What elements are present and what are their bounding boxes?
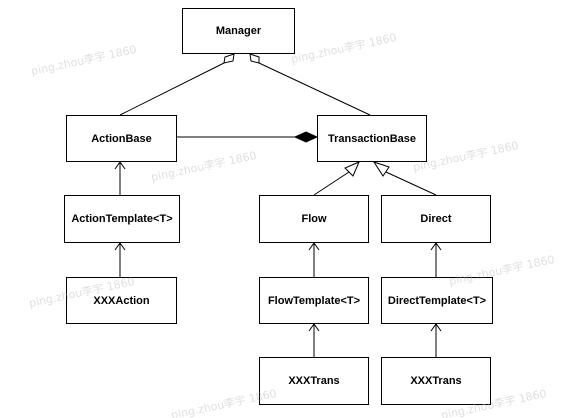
composition-diamond — [293, 131, 319, 143]
association-actiontemplate-actionbase — [114, 161, 126, 195]
association-xxxtrans-directtemplate — [430, 323, 442, 357]
class-transaction-base: TransactionBase — [317, 115, 427, 162]
class-action-template: ActionTemplate<T> — [64, 195, 180, 243]
aggregation-diamond-actionbase-manager — [223, 53, 235, 64]
association-xxxaction-actiontemplate — [114, 242, 126, 277]
generalization-triangle-flow — [344, 161, 360, 177]
class-manager: Manager — [182, 8, 295, 54]
class-xxx-action: XXXAction — [66, 277, 177, 324]
class-action-base: ActionBase — [66, 115, 177, 162]
class-xxx-trans-direct: XXXTrans — [381, 357, 491, 405]
class-xxx-trans-flow: XXXTrans — [259, 357, 369, 405]
generalization-triangle-direct — [372, 161, 390, 177]
class-direct: Direct — [381, 195, 491, 243]
class-direct-template: DirectTemplate<T> — [381, 277, 493, 324]
aggregation-line-actionbase-manager — [119, 62, 225, 116]
association-directtemplate-direct — [430, 242, 442, 277]
aggregation-line-transactionbase-manager — [258, 62, 371, 116]
class-flow-template: FlowTemplate<T> — [259, 277, 369, 324]
association-xxxtrans-flowtemplate — [308, 323, 320, 357]
generalization-line-flow — [313, 171, 350, 196]
association-flowtemplate-flow — [308, 242, 320, 277]
aggregation-diamond-transactionbase-manager — [249, 53, 260, 64]
generalization-line-direct — [385, 171, 437, 196]
class-flow: Flow — [259, 195, 369, 243]
